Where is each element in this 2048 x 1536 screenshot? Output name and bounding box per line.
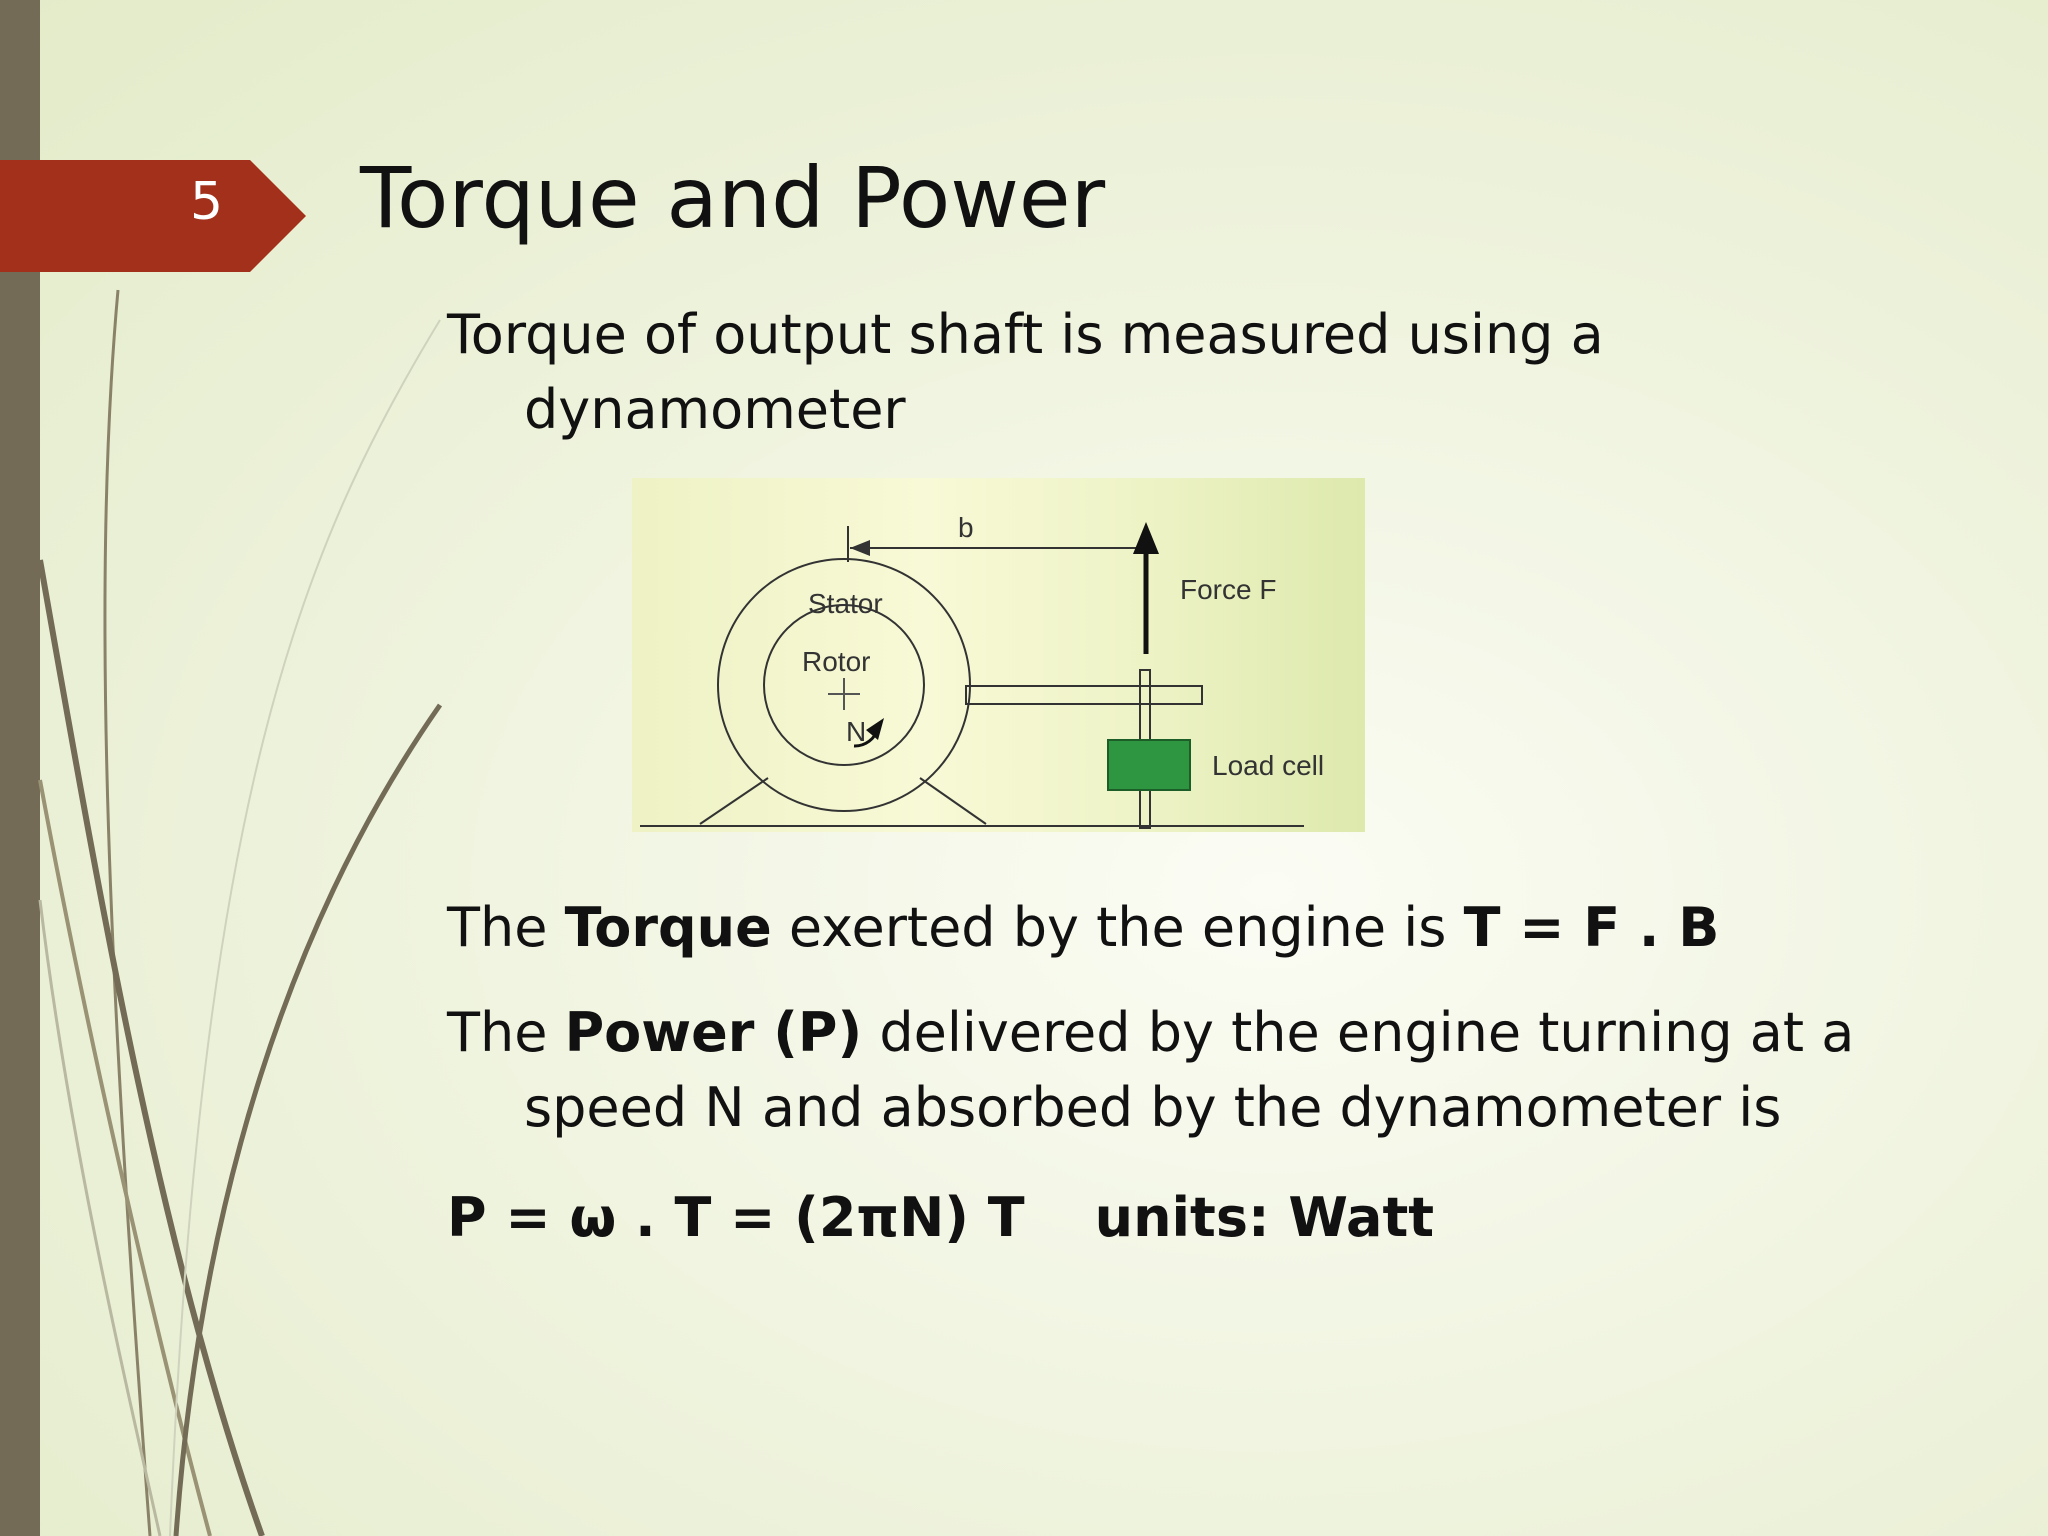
label-n: N: [846, 716, 867, 747]
label-force: Force F: [1180, 574, 1277, 605]
torque-prefix: The: [447, 896, 565, 959]
label-rotor: Rotor: [802, 646, 871, 677]
torque-middle: exerted by the engine is: [771, 896, 1464, 959]
power-prefix: The: [447, 1001, 565, 1064]
rotor-circle: [763, 604, 925, 766]
label-load-cell: Load cell: [1212, 750, 1325, 781]
stator-foot-right: [919, 777, 987, 825]
lever-arm: [965, 685, 1203, 705]
dimension-arrowhead: [850, 540, 870, 556]
slide-number-tab: [0, 160, 306, 272]
force-arrowhead: [1133, 522, 1159, 554]
torque-term: Torque: [564, 896, 772, 959]
stator-foot-left: [699, 777, 769, 825]
rotation-arrowhead: [866, 718, 884, 740]
torque-statement: The Torque exerted by the engine is T = …: [447, 890, 1719, 965]
power-statement-line-1: The Power (P) delivered by the engine tu…: [447, 995, 1854, 1070]
power-formula-line: P = ω . T = (2πN) T units: Watt: [447, 1180, 1434, 1255]
power-units: units: Watt: [1094, 1186, 1435, 1249]
torque-formula: T = F . B: [1463, 896, 1720, 959]
label-stator: Stator: [808, 588, 883, 619]
power-statement-line-2: speed N and absorbed by the dynamometer …: [524, 1076, 1782, 1139]
load-cell-box: [1107, 739, 1191, 791]
power-formula: P = ω . T = (2πN) T: [447, 1186, 1025, 1249]
power-rest: delivered by the engine turning at a: [862, 1001, 1855, 1064]
dynamometer-diagram: b Force F Stator Rotor N Load cell: [632, 478, 1365, 832]
intro-line-2: dynamometer: [524, 378, 906, 441]
slide-number: 5: [190, 172, 224, 232]
slide-title: Torque and Power: [360, 149, 1106, 247]
power-term: Power (P): [564, 1001, 863, 1064]
label-b: b: [958, 512, 974, 543]
intro-line-1: Torque of output shaft is measured using…: [447, 303, 1604, 366]
